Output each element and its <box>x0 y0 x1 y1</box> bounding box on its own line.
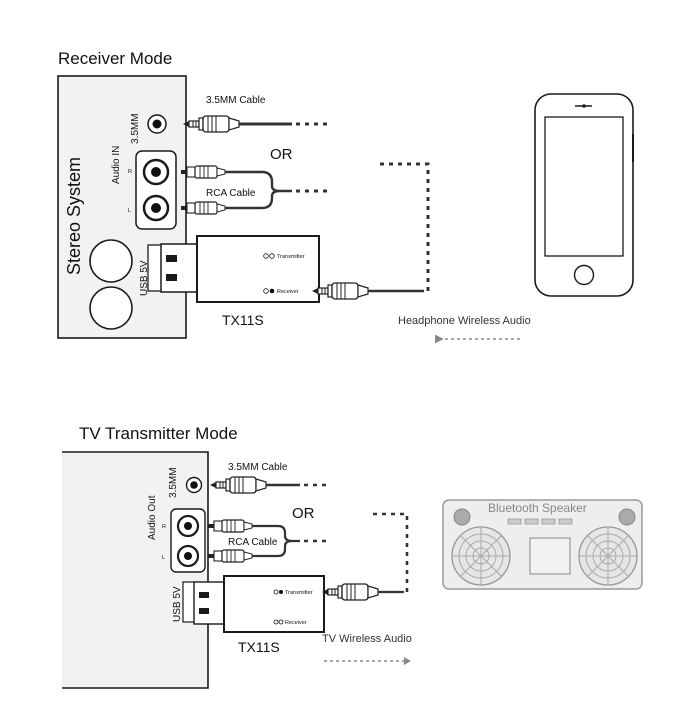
transmitter-or-label: OR <box>292 505 315 522</box>
speaker-port-lower <box>89 286 133 330</box>
transmitter-l-label: L <box>162 555 165 561</box>
transmitter-receiver-led-label: Receiver <box>285 620 307 626</box>
receiver-usb-port <box>147 244 163 292</box>
speaker-port-upper <box>89 239 133 283</box>
transmitter-caption: TV Wireless Audio <box>322 633 412 645</box>
receiver-mode-title: Receiver Mode <box>58 49 172 68</box>
receiver-receiver-led-label: Receiver <box>277 289 299 295</box>
transmitter-transmitter-led-label: Transmitter <box>285 590 313 596</box>
receiver-caption: Headphone Wireless Audio <box>398 315 531 327</box>
bluetooth-speaker: Bluetooth Speaker <box>442 499 643 590</box>
transmitter-rca-cable <box>252 524 300 558</box>
transmitter-usb-label: USB 5V <box>172 586 183 622</box>
speaker-display <box>529 537 571 575</box>
transmitter-jack-35-label: 3.5MM <box>168 467 179 498</box>
receiver-l-label: L <box>128 208 131 214</box>
receiver-dotted-link <box>378 162 430 291</box>
speaker-label: Bluetooth Speaker <box>488 501 587 515</box>
transmitter-usb-port <box>182 581 196 623</box>
transmitter-tx11s-dongle: Transmitter Receiver <box>193 575 325 633</box>
transmitter-rca-plug-l <box>207 549 253 563</box>
receiver-35mm-plug <box>182 115 240 133</box>
receiver-or-label: OR <box>270 146 293 163</box>
receiver-jack-35-label: 3.5MM <box>130 113 141 144</box>
receiver-rca-plug-r <box>180 165 226 179</box>
transmitter-audio-out-label: Audio Out <box>147 495 158 540</box>
transmitter-rca-label: RCA Cable <box>228 537 278 548</box>
receiver-r-label: R <box>128 169 132 175</box>
transmitter-mode-title: TV Transmitter Mode <box>79 424 238 443</box>
stereo-system-label: Stereo System <box>64 157 84 275</box>
home-button <box>573 264 595 286</box>
receiver-cable-35-label: 3.5MM Cable <box>206 95 266 106</box>
transmitter-dotted-link <box>372 512 409 592</box>
transmitter-35mm-plug <box>209 476 267 494</box>
receiver-tx11s-dongle: Transmitter Receiver <box>160 235 320 303</box>
speaker-grille-left <box>451 526 511 586</box>
receiver-rca-label: RCA Cable <box>206 188 256 199</box>
transmitter-r-label: R <box>162 524 166 530</box>
speaker-grille-right <box>578 526 638 586</box>
transmitter-dongle-plug <box>321 583 379 601</box>
transmitter-rca-plug-r <box>207 519 253 533</box>
smartphone <box>534 93 634 297</box>
receiver-usb-label: USB 5V <box>139 260 150 296</box>
transmitter-model-label: TX11S <box>238 639 280 655</box>
receiver-audio-in-label: Audio IN <box>111 146 122 184</box>
receiver-model-label: TX11S <box>222 312 264 328</box>
receiver-transmitter-led-label: Transmitter <box>277 254 305 260</box>
receiver-rca-cable <box>225 170 292 210</box>
receiver-rca-plug-l <box>180 201 226 215</box>
transmitter-cable-35-label: 3.5MM Cable <box>228 462 288 473</box>
receiver-dongle-plug <box>311 282 369 300</box>
